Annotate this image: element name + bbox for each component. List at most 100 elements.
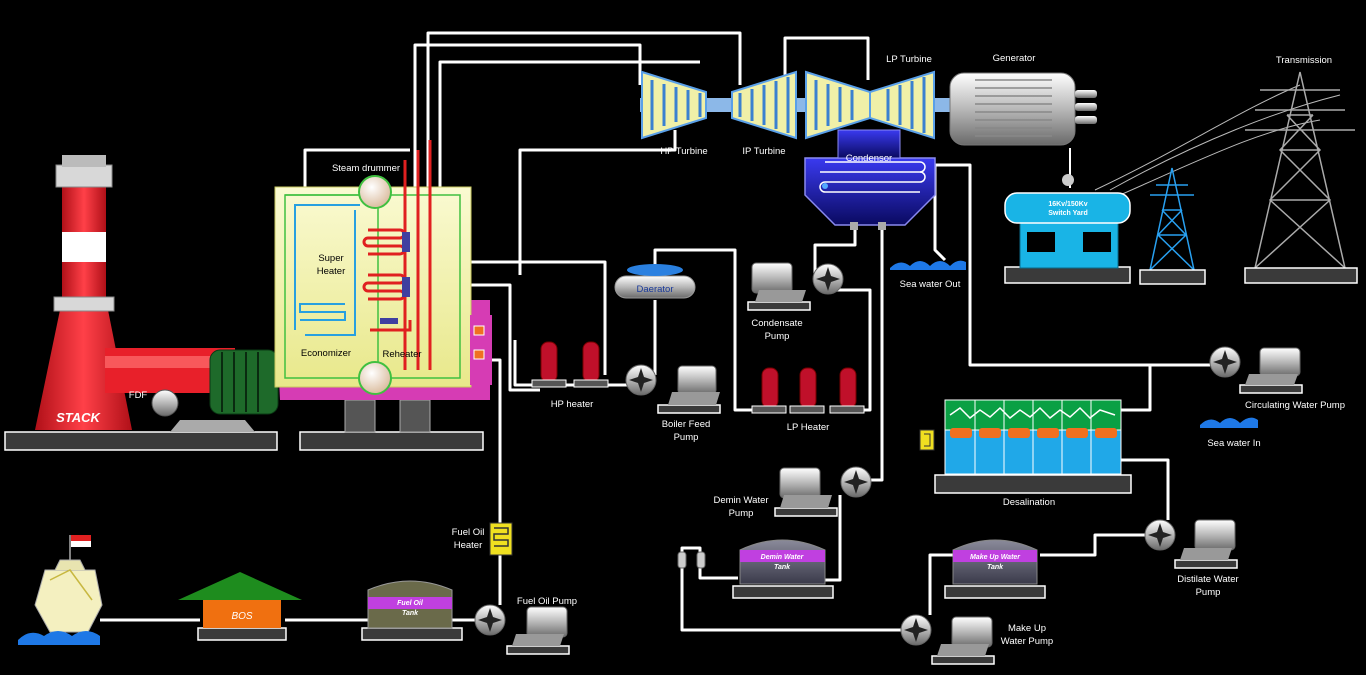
cold-reheat-pipe bbox=[518, 130, 677, 275]
reheat-steam-pipe bbox=[426, 31, 742, 300]
hp-turbine-label: HP Turbine bbox=[660, 146, 707, 157]
ship-hull bbox=[34, 569, 103, 633]
economizer-coil bbox=[299, 303, 346, 321]
hp-heater: HP heater bbox=[531, 341, 609, 410]
motor-icon bbox=[779, 467, 821, 499]
stack: STACK FDF bbox=[4, 155, 279, 451]
stack-ring bbox=[53, 296, 115, 312]
generator: Generator bbox=[949, 53, 1097, 146]
burner-icon bbox=[473, 325, 485, 336]
turbine-train: HP Turbine IP Turbine LP Turbine bbox=[640, 54, 950, 157]
demin-pipe bbox=[825, 495, 842, 582]
motor-icon bbox=[951, 616, 993, 648]
lp-heater-label: LP Heater bbox=[787, 422, 830, 433]
bos-label: BOS bbox=[231, 611, 252, 622]
stack-top bbox=[55, 164, 113, 188]
fuel-ship bbox=[18, 535, 103, 645]
stack-cone bbox=[35, 310, 132, 430]
lp-heater-feed bbox=[830, 288, 872, 412]
sea-wave-icon bbox=[18, 631, 100, 645]
transmission-label: Transmission bbox=[1276, 55, 1332, 66]
hp-heater-link bbox=[470, 283, 540, 392]
fdf-housing bbox=[209, 349, 279, 415]
hp-heater-label: HP heater bbox=[551, 399, 594, 410]
lp-heater: LP Heater bbox=[751, 367, 865, 433]
generator-body bbox=[949, 72, 1076, 146]
motor-icon bbox=[1194, 519, 1236, 551]
desal-heater-icon bbox=[919, 429, 935, 451]
main-steam-pipe bbox=[413, 43, 642, 300]
valve-icon bbox=[696, 551, 706, 569]
sea-water-out-label: Sea water Out bbox=[900, 279, 961, 290]
motor-icon bbox=[751, 262, 793, 294]
drum-steam-pipe bbox=[303, 148, 410, 190]
demin-return-pipe bbox=[868, 225, 884, 482]
desal-feed-pipe bbox=[1120, 365, 1152, 412]
makeup-pipe bbox=[928, 553, 960, 615]
transmission-line-1 bbox=[1094, 84, 1301, 191]
desalination-unit: Desalination bbox=[919, 399, 1132, 508]
circulating-water-pump: Circulating Water Pump bbox=[1209, 346, 1345, 411]
reheater-label: Reheater bbox=[382, 349, 421, 360]
stack-white-band bbox=[62, 232, 106, 262]
flag-icon bbox=[71, 535, 91, 541]
fuel-oil-pump-label: Fuel Oil Pump bbox=[517, 596, 577, 607]
bos-wall bbox=[203, 600, 281, 628]
fuel-oil-heater-icon bbox=[489, 522, 513, 556]
makeup-return-pipe bbox=[680, 546, 905, 632]
sea-water-in-label: Sea water In bbox=[1207, 438, 1260, 449]
circulating-pipe bbox=[935, 163, 1210, 367]
bos-building: BOS bbox=[178, 572, 302, 641]
economizer-label: Economizer bbox=[301, 348, 351, 359]
mud-drum-icon bbox=[358, 361, 392, 395]
stack-label: STACK bbox=[56, 410, 101, 425]
steam-drum-icon bbox=[358, 175, 392, 209]
motor-icon bbox=[1259, 347, 1301, 377]
fuel-oil-pump: Fuel Oil Pump bbox=[474, 596, 577, 655]
motor-icon bbox=[677, 365, 717, 395]
steam-drummer-label: Steam drummer bbox=[332, 163, 400, 174]
fdf-fan-icon bbox=[151, 389, 179, 417]
bos-roof bbox=[178, 572, 302, 600]
transmission-line-2 bbox=[1109, 94, 1341, 191]
distilate-pipe bbox=[1040, 533, 1145, 557]
condensate-pipe bbox=[813, 225, 857, 275]
stack-base bbox=[4, 431, 278, 451]
condensor: Condensor bbox=[804, 129, 936, 230]
desalination-label: Desalination bbox=[1003, 497, 1055, 508]
feedwater-to-boiler bbox=[470, 260, 607, 375]
ip-turbine-label: IP Turbine bbox=[742, 146, 785, 157]
pipework bbox=[100, 31, 1341, 632]
motor-icon bbox=[526, 606, 568, 638]
boiler-casing bbox=[274, 186, 472, 388]
transmission-line-3 bbox=[1119, 119, 1321, 196]
ip-lp-crossover bbox=[783, 36, 870, 85]
condensor-label: Condensor bbox=[846, 153, 892, 164]
generator-label: Generator bbox=[993, 53, 1036, 64]
large-tower-icon bbox=[1244, 71, 1358, 284]
sea-water-out-wave-icon bbox=[890, 260, 966, 270]
